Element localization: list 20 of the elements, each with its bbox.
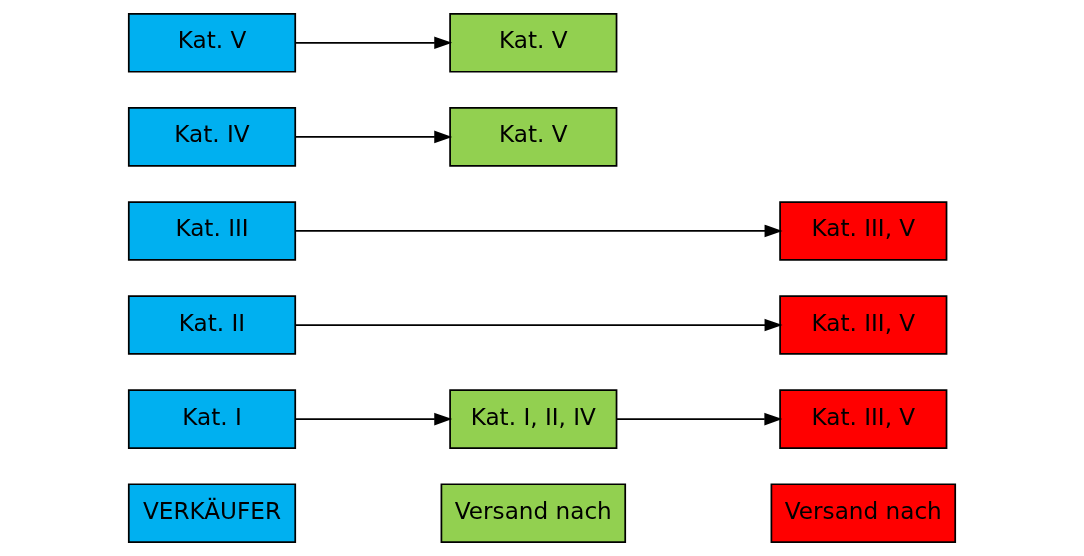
arrow: [294, 412, 453, 426]
node-box: Kat. III, V: [779, 201, 948, 261]
node-box: Kat. V: [449, 13, 618, 73]
node-box: Kat. IV: [127, 107, 297, 167]
arrow: [294, 130, 453, 144]
arrow: [294, 36, 453, 50]
node-box: Versand nach: [770, 483, 957, 543]
arrow: [294, 224, 783, 238]
arrow: [294, 318, 783, 332]
node-box: VERKÄUFER: [127, 483, 297, 543]
node-box: Kat. V: [449, 107, 618, 167]
node-box: Kat. II: [127, 295, 297, 355]
node-box: Kat. III, V: [779, 389, 948, 449]
node-box: Kat. III, V: [779, 295, 948, 355]
node-box: Kat. I, II, IV: [449, 389, 618, 449]
node-box: Versand nach: [440, 483, 627, 543]
arrow: [616, 412, 783, 426]
node-box: Kat. I: [127, 389, 297, 449]
node-box: Kat. V: [127, 13, 297, 73]
node-box: Kat. III: [127, 201, 297, 261]
